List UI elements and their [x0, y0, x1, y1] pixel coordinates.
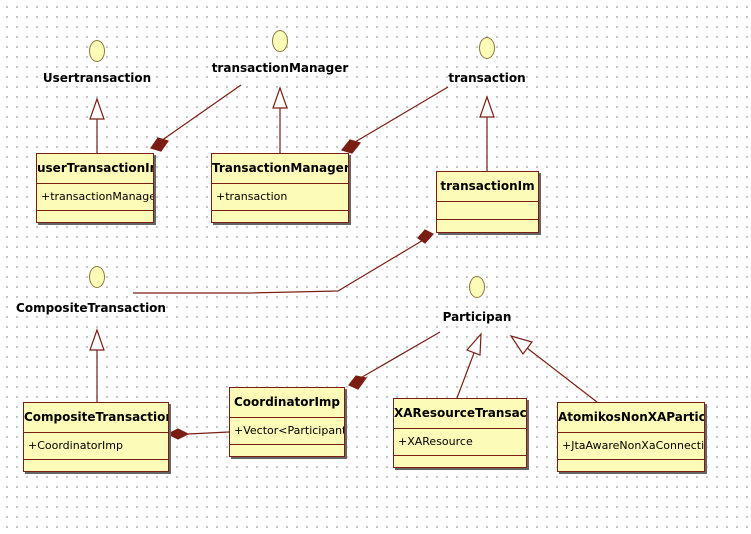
- class-operations: [437, 220, 538, 232]
- interface-participan-label: Participan: [442, 310, 512, 324]
- class-operations: [37, 211, 153, 222]
- interface-transaction-label: transaction: [448, 71, 526, 85]
- interface-transaction-icon[interactable]: [479, 37, 495, 59]
- class-name: AtomikosNonXAParticipant: [558, 403, 704, 433]
- class-operations: [212, 211, 348, 222]
- composition-line-coordinatorimp: [356, 331, 441, 381]
- class-name: CoordinatorImp: [230, 388, 344, 418]
- composition-line-usertransactionimpl: [157, 84, 242, 144]
- class-attributes: +JtaAwareNonXaConnection: [558, 433, 704, 460]
- generalization-arrow-participan-atomikos: [509, 334, 534, 356]
- class-operations: [394, 456, 526, 467]
- generalization-arrow-transactionmanager: [272, 86, 288, 109]
- interface-transactionmanager-icon[interactable]: [272, 30, 288, 52]
- class-operations: [24, 460, 168, 471]
- class-transactionmanagerimp[interactable]: TransactionManagerImp +transaction: [211, 153, 349, 223]
- interface-compositetransaction-icon[interactable]: [89, 266, 105, 288]
- class-xaresourcetransaction[interactable]: XAResourceTransaction +XAResource: [393, 398, 527, 468]
- class-compositetransactionimp[interactable]: CompositeTransactionImp +CoordinatorImp: [23, 402, 169, 472]
- class-name: userTransactionImpl: [37, 154, 153, 184]
- class-atomikosnonxaparticipant[interactable]: AtomikosNonXAParticipant +JtaAwareNonXaC…: [557, 402, 705, 472]
- class-name: CompositeTransactionImp: [24, 403, 168, 433]
- composition-diamond-transactionim: [417, 229, 434, 244]
- composition-diamond-coordinatorimp: [348, 375, 368, 390]
- class-operations: [558, 460, 704, 471]
- interface-compositetransaction-label: CompositeTransaction: [16, 301, 166, 315]
- class-name: XAResourceTransaction: [394, 399, 526, 429]
- class-attributes: +transactionManager: [37, 184, 153, 211]
- composition-line-transactionmanagerimp: [349, 86, 449, 146]
- generalization-arrow-participan-xa: [465, 332, 482, 356]
- generalization-arrow-usertransaction: [89, 97, 105, 120]
- composition-line-compositetransactionimp: [187, 431, 230, 435]
- composition-diamond-usertransactionimpl: [150, 137, 169, 152]
- interface-usertransaction-icon[interactable]: [89, 40, 105, 62]
- interface-transactionmanager-label: transactionManager: [211, 61, 349, 75]
- class-attributes: [437, 202, 538, 220]
- generalization-arrow-compositetransaction: [89, 328, 105, 351]
- interface-participan-icon[interactable]: [469, 276, 485, 298]
- interface-usertransaction-label: Usertransaction: [42, 71, 152, 85]
- class-attributes: +XAResource: [394, 429, 526, 456]
- composition-diamond-compositetransactionimp: [166, 428, 190, 440]
- class-attributes: +Vector<Participant>: [230, 418, 344, 445]
- class-attributes: +transaction: [212, 184, 348, 211]
- composition-line-transactionim: [133, 238, 426, 294]
- generalization-atomikosnonxaparticipant: [526, 347, 598, 403]
- generalization-xaresourcetransaction: [456, 352, 475, 399]
- composition-diamond-transactionmanagerimp: [340, 139, 362, 154]
- class-coordinatorimp[interactable]: CoordinatorImp +Vector<Participant>: [229, 387, 345, 457]
- class-usertransactionimpl[interactable]: userTransactionImpl +transactionManager: [36, 153, 154, 223]
- class-name: transactionIm: [437, 172, 538, 202]
- class-operations: [230, 445, 344, 456]
- class-transactionim[interactable]: transactionIm: [436, 171, 539, 233]
- generalization-arrow-transaction: [479, 95, 495, 118]
- class-name: TransactionManagerImp: [212, 154, 348, 184]
- class-attributes: +CoordinatorImp: [24, 433, 168, 460]
